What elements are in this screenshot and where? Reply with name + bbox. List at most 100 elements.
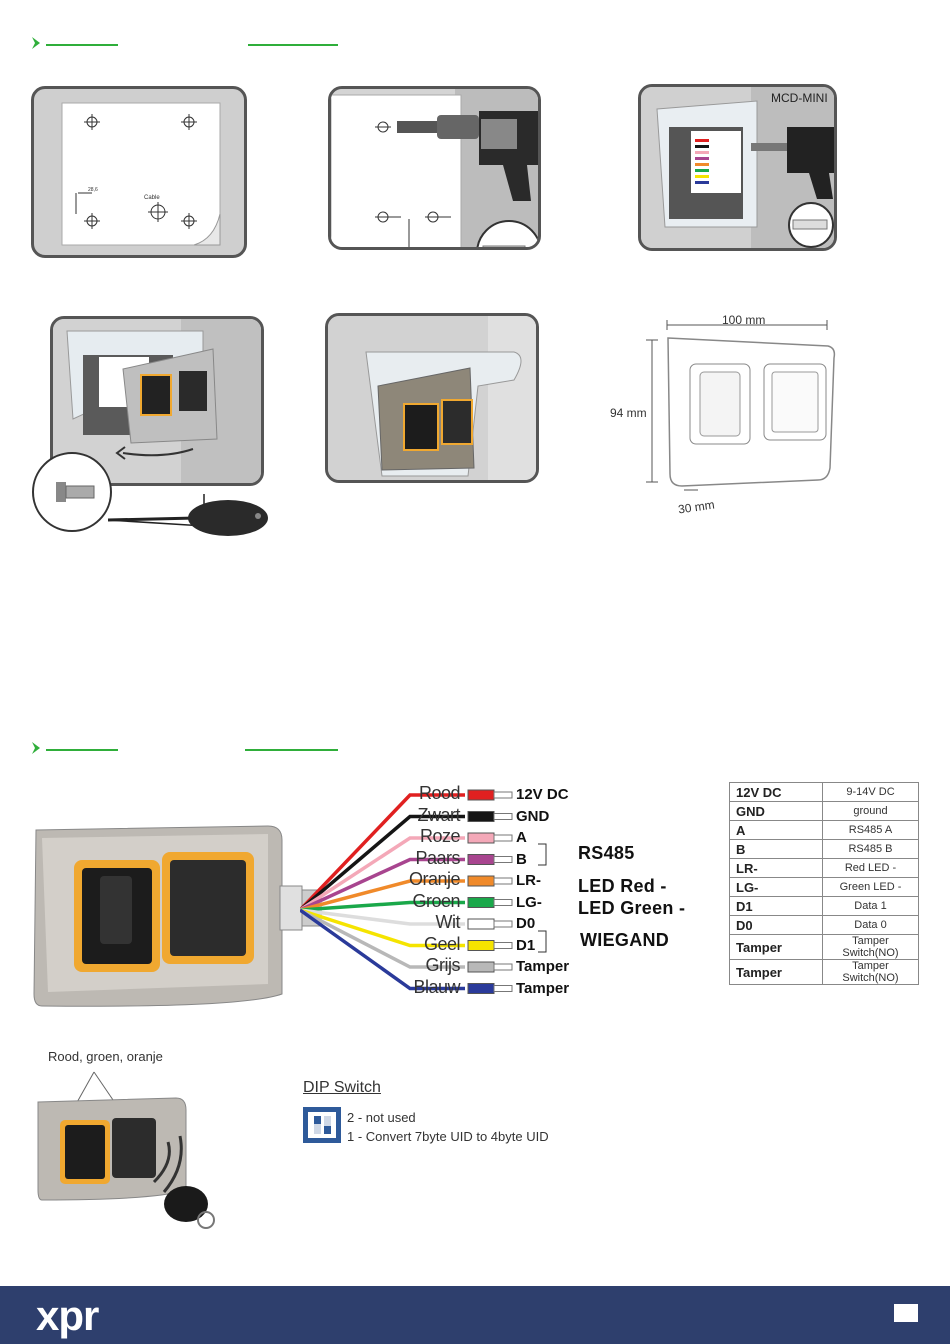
wire-color-swatch [467, 961, 495, 973]
wire-stripped-end [493, 985, 513, 992]
brand-logo: xpr [36, 1292, 99, 1339]
spec-value-cell: Tamper Switch(NO) [822, 934, 919, 960]
rs485-group-label: RS485 [578, 843, 635, 863]
wire-stripped-end [493, 856, 513, 863]
spec-key-cell: Tamper [729, 934, 823, 960]
footer-bar: xpr [0, 1286, 950, 1344]
wire-terminal-label: Tamper [516, 979, 570, 997]
wire-color-swatch [467, 983, 495, 994]
wire-terminal-label: D1 [516, 936, 536, 954]
spec-value-cell: RS485 B [822, 839, 919, 859]
dip-switch-icon [303, 1107, 341, 1143]
dimension-drawing [646, 320, 836, 491]
install-step-template: Cable 28,6 [31, 86, 247, 258]
wire-color-swatch [467, 940, 495, 951]
spec-key-cell: B [729, 839, 823, 859]
mount-illustration [53, 319, 261, 483]
wire-stripped-end [493, 963, 513, 971]
model-label: MCD-MINI [771, 91, 828, 105]
wire-name-label: Geel [423, 933, 461, 954]
wire-line [300, 908, 465, 991]
wire-stripped-end [493, 813, 513, 820]
led-reader-illustration [37, 1071, 215, 1229]
spec-key-cell: LR- [729, 858, 823, 878]
spec-key-cell: Tamper [729, 959, 823, 985]
wire-line [300, 900, 465, 912]
install-step-finished [325, 313, 539, 483]
dip-switch-item-1: 1 - Convert 7byte UID to 4byte UID [347, 1129, 549, 1144]
group-bracket-wiegand [538, 930, 547, 953]
page-number-box [894, 1304, 918, 1322]
wire-name-label: Wit [435, 912, 461, 932]
spec-value-cell: Red LED - [822, 858, 919, 878]
wire-line [300, 908, 465, 969]
spec-key-cell: 12V DC [729, 782, 823, 802]
wire-name-label: Oranje [408, 869, 461, 889]
led-colors-label: Rood, groen, oranje [48, 1049, 163, 1064]
wire-line [300, 793, 465, 912]
wire-terminal-label: A [516, 829, 527, 846]
table-row: LR-Red LED - [729, 858, 919, 878]
spec-value-cell: Data 1 [822, 896, 919, 916]
wire-color-swatch [467, 897, 495, 908]
drill-illustration [331, 89, 538, 247]
section-marker-installation [30, 36, 338, 50]
wire-stripped-end [493, 834, 513, 842]
wire-terminal-label: B [516, 850, 527, 868]
spec-value-cell: Tamper Switch(NO) [822, 959, 919, 985]
cable-label: Cable [144, 195, 160, 201]
wire-line [300, 908, 465, 948]
wire-stripped-end [493, 877, 513, 885]
install-step-drilling [328, 86, 541, 250]
reader-device-illustration [33, 825, 322, 1007]
spec-value-cell: RS485 A [822, 820, 919, 840]
wire-color-swatch [467, 832, 495, 844]
wire-terminal-label: Tamper [516, 958, 570, 975]
wire-color-swatch [467, 875, 495, 887]
section-marker-wiring [30, 741, 338, 755]
wire-line [300, 814, 465, 912]
finished-illustration [328, 316, 536, 480]
spec-value-cell: Green LED - [822, 877, 919, 897]
wire-name-label: Groen [412, 890, 460, 911]
spec-key-cell: D1 [729, 896, 823, 916]
wire-name-label: Rood [418, 783, 461, 803]
wire-line [300, 879, 465, 912]
spec-value-cell: 9-14V DC [822, 782, 919, 802]
wire-color-swatch [467, 854, 495, 865]
wire-terminal-label: LG- [516, 893, 542, 911]
spec-key-cell: LG- [729, 877, 823, 897]
install-step-mcd-mini: MCD-MINI [638, 84, 837, 251]
wire-name-label: Roze [419, 826, 461, 846]
table-row: LG-Green LED - [729, 877, 919, 897]
wire-terminal-label: D0 [516, 915, 536, 932]
wire-line [300, 836, 465, 912]
chevron-right-icon [32, 742, 40, 754]
mcd-mini-illustration [641, 87, 834, 248]
dimension-label: 28,6 [88, 187, 98, 193]
dip-switch-title: DIP Switch [303, 1079, 381, 1096]
dip-switch-item-2: 2 - not used [347, 1110, 416, 1125]
wire-name-label: Grijs [425, 955, 461, 975]
wire-terminal-label: 12V DC [516, 786, 569, 803]
wire-fan [300, 789, 513, 994]
wire-color-swatch [467, 811, 495, 822]
wiegand-group-label: WIEGAND [580, 930, 670, 950]
spec-value-cell: Data 0 [822, 915, 919, 935]
wire-color-swatch [467, 918, 495, 930]
wire-name-label: Zwart [417, 804, 461, 825]
wire-stripped-end [493, 791, 513, 799]
width-dimension-label: 100 mm [722, 313, 766, 327]
template-illustration [61, 102, 221, 246]
wire-stripped-end [493, 942, 513, 949]
screw-detail [32, 452, 112, 532]
